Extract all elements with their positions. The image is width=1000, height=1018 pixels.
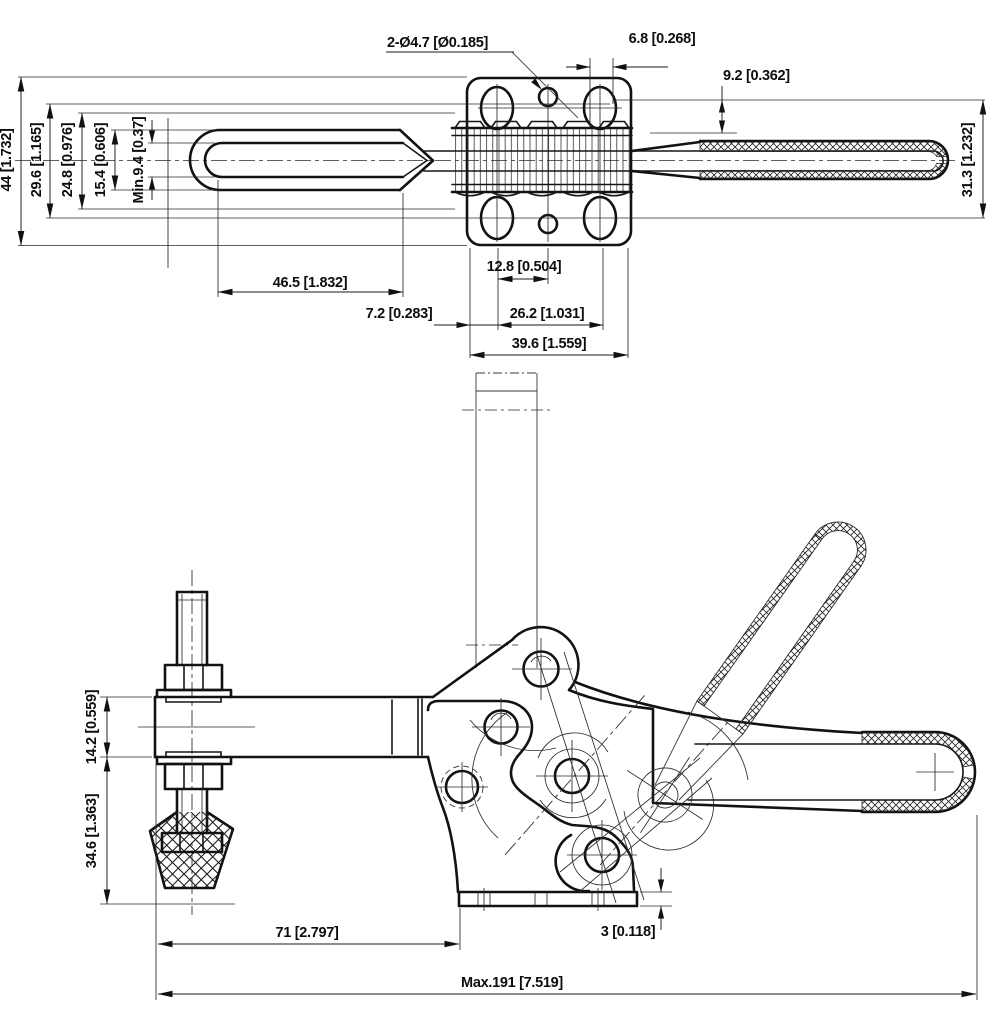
dim-label-max-191: Max.191 [7.519] — [461, 975, 563, 991]
linkage-construction — [469, 651, 749, 904]
top-view-dimensions: 44 [1.732] 29.6 [1.165] 24.8 [0.976] 15.… — [0, 31, 987, 359]
handle-closed — [687, 730, 977, 814]
dim-label-min-9-4: Min.9.4 [0.37] — [131, 116, 147, 203]
open-grip-cap — [814, 521, 867, 567]
open-grip-hatch-right — [735, 560, 862, 735]
knuckle-scallops — [454, 191, 630, 197]
hinge-block-plan — [450, 120, 634, 197]
hex-nut-in-foot — [160, 831, 224, 854]
dim-label-hole-note: 2-Ø4.7 [Ø0.185] — [387, 35, 489, 51]
dim-label-34-6: 34.6 [1.363] — [84, 793, 100, 868]
grip-hatch-bottom — [699, 163, 948, 179]
clamp-body — [426, 625, 864, 911]
dim-label-7-2: 7.2 [0.283] — [366, 306, 433, 322]
dim-label-31-3: 31.3 [1.232] — [960, 122, 976, 197]
clamp-arm-side — [153, 695, 435, 759]
open-grip-hatch-left — [696, 533, 823, 707]
dim-label-39-6: 39.6 [1.559] — [512, 336, 587, 352]
handle-plan — [630, 139, 950, 181]
body-pocket — [426, 699, 636, 892]
body-outline-top — [431, 625, 864, 813]
top-view: 44 [1.732] 29.6 [1.165] 24.8 [0.976] 15.… — [0, 31, 987, 359]
dim-label-3: 3 [0.118] — [601, 924, 656, 940]
handle-open-phantom — [654, 521, 867, 801]
lower-lobe-left — [554, 833, 591, 893]
dim-label-29-6: 29.6 [1.165] — [29, 122, 45, 197]
spindle-assembly — [155, 590, 233, 835]
knuckle-tabs — [454, 120, 630, 129]
pivot-holes — [436, 638, 715, 890]
hex-nut-upper — [163, 663, 224, 692]
grip-hatch-top — [699, 141, 948, 157]
dim-label-12-8: 12.8 [0.504] — [487, 259, 562, 275]
dim-label-26-2: 26.2 [1.031] — [510, 306, 585, 322]
dim-label-46-5: 46.5 [1.832] — [273, 275, 348, 291]
washer-top — [155, 688, 233, 699]
front-view-dimensions: 14.2 [0.559] 34.6 [1.363] 71 [2.797] Max… — [84, 689, 978, 1000]
base-plate-side — [457, 890, 639, 908]
clamp-arm-open-phantom — [462, 372, 552, 668]
dim-label-15-4: 15.4 [0.606] — [93, 122, 109, 197]
body-outline-left — [426, 755, 460, 894]
dim-label-71: 71 [2.797] — [275, 925, 339, 941]
handle-pivot-phantom — [627, 757, 703, 833]
front-view: 14.2 [0.559] 34.6 [1.363] 71 [2.797] Max… — [84, 372, 978, 1000]
dim-label-6-8: 6.8 [0.268] — [629, 31, 696, 47]
dim-label-44: 44 [1.732] — [0, 128, 15, 192]
dim-label-24-8: 24.8 [0.976] — [60, 122, 76, 197]
dim-label-14-2: 14.2 [0.559] — [84, 689, 100, 764]
body-handle-sweep — [573, 680, 864, 735]
rubber-foot — [148, 810, 235, 890]
hex-nut-lower — [163, 762, 224, 791]
dim-label-9-2: 9.2 [0.362] — [723, 68, 790, 84]
